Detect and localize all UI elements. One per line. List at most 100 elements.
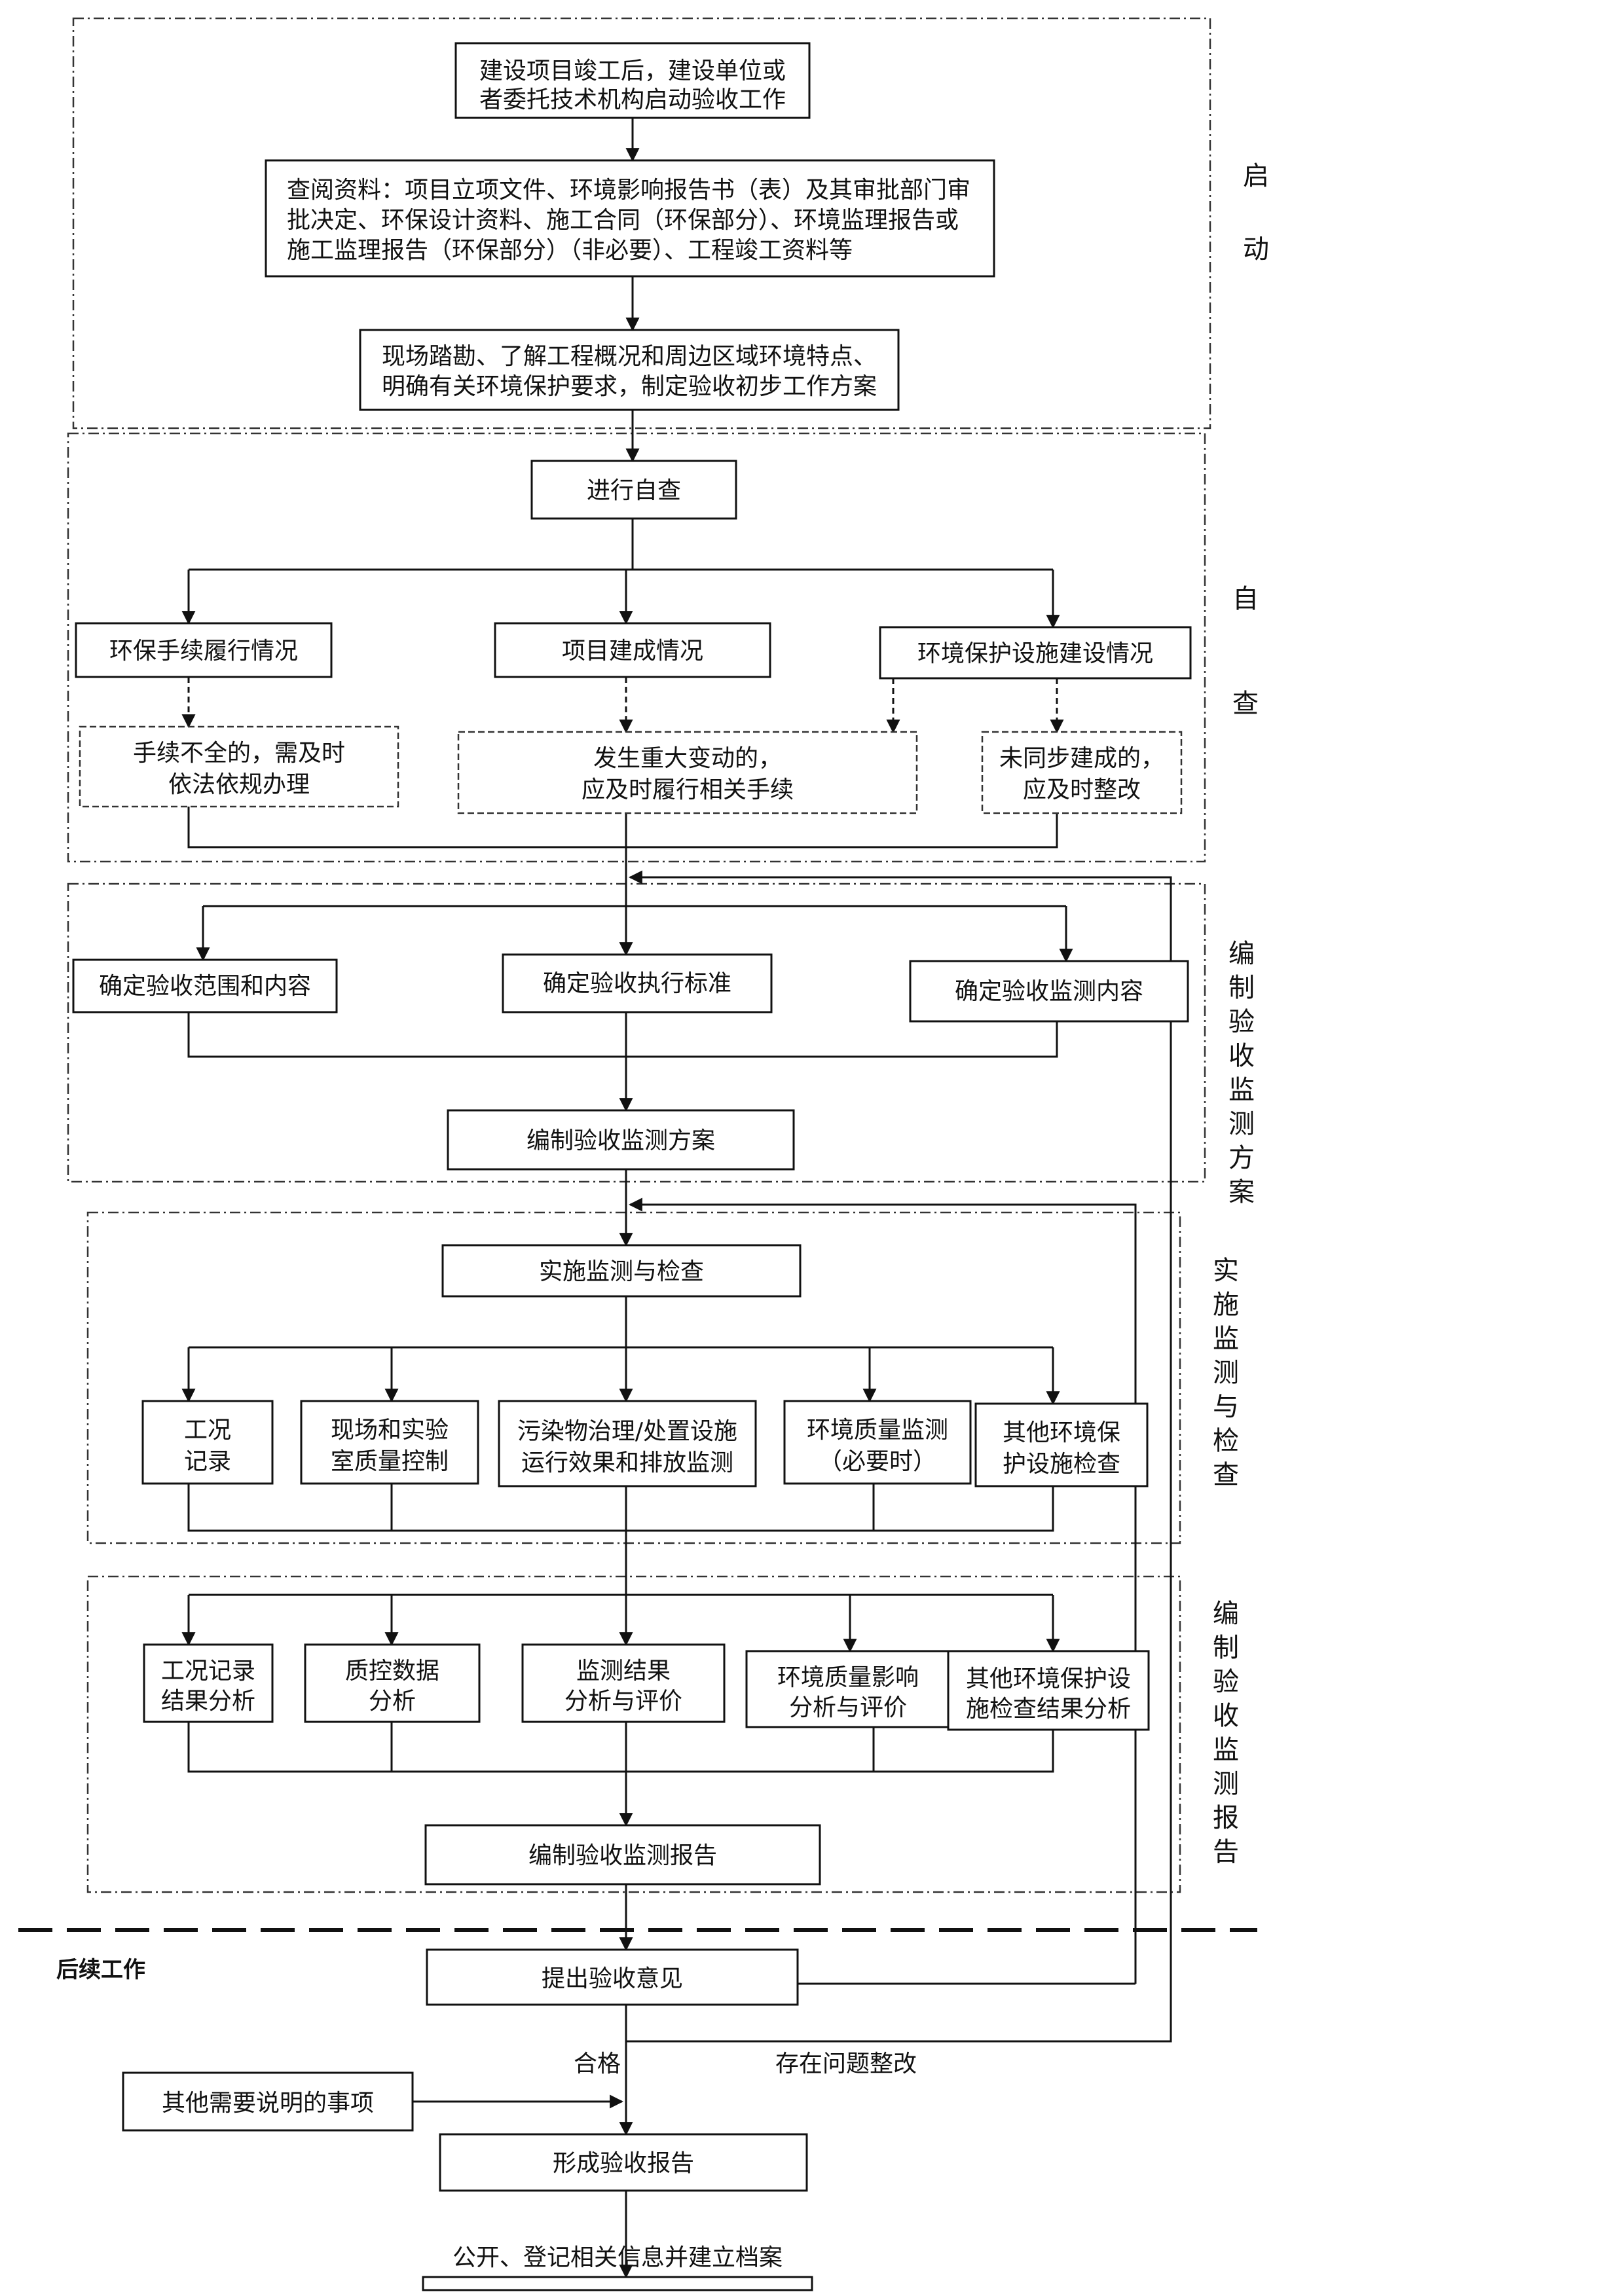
node-content-box [909,960,1189,1023]
node-i3-text: 污染物治理/处置设施运行效果和排放监测 [517,1418,737,1476]
node-procedure-text: 环保手续履行情况 [109,638,298,665]
svg-text:监测结果分析与评价: 监测结果分析与评价 [564,1658,682,1715]
node-procedure-fix-box [79,725,399,808]
svg-text:污染物治理/处置设施运行效果和排放监测: 污染物治理/处置设施运行效果和排放监测 [517,1418,737,1476]
stage-label-char: 实 [1213,1256,1239,1286]
node-selfcheck-box [530,460,737,520]
node-report-text: 编制验收监测报告 [528,1842,717,1869]
stage-label-char: 启 [1243,161,1269,191]
node-i2-box [300,1400,479,1485]
node-archive-box [422,2276,813,2291]
svg-text:确定验收监测内容: 确定验收监测内容 [955,978,1143,1005]
stage-label-char: 案 [1228,1177,1255,1207]
svg-text:现场和实验室质量控制: 现场和实验室质量控制 [331,1417,449,1475]
svg-text:环境质量影响分析与评价: 环境质量影响分析与评价 [777,1664,919,1721]
svg-text:手续不全的，需及时依法依规办理: 手续不全的，需及时依法依规办理 [133,740,345,798]
svg-text:质控数据分析: 质控数据分析 [345,1658,439,1715]
svg-text:环境保护设施建设情况: 环境保护设施建设情况 [917,640,1153,667]
edge-label-rectify: 存在问题整改 [775,2050,917,2077]
node-procedure-box [75,622,333,678]
node-i4-box [783,1400,972,1485]
svg-text:编制验收监测方案: 编制验收监测方案 [526,1127,715,1154]
node-plan-box [447,1109,795,1171]
stage-label-char: 检 [1213,1426,1239,1456]
frame-report [86,1575,1181,1893]
svg-text:现场踏勘、了解工程概况和周边区域环境特点、明确有关环境保护要: 现场踏勘、了解工程概况和周边区域环境特点、明确有关环境保护要求，制定验收初步工作… [382,343,877,400]
svg-text:建设项目竣工后，建设单位或者委托技术机构启动验收工作: 建设项目竣工后，建设单位或者委托技术机构启动验收工作 [479,58,786,113]
node-standard-text: 确定验收执行标准 [543,970,731,997]
frame-impl [86,1211,1181,1544]
stage-label-start: 启动 [1243,161,1269,264]
stage-label-char: 测 [1213,1769,1239,1799]
svg-text:形成验收报告: 形成验收报告 [553,2150,694,2177]
stage-label-self: 自查 [1232,584,1259,719]
svg-text:其他需要说明的事项: 其他需要说明的事项 [162,2090,374,2117]
stage-label-char: 自 [1232,584,1259,614]
node-facility-text: 环境保护设施建设情况 [917,640,1153,667]
stage-label-char: 监 [1213,1324,1239,1354]
node-final-box [439,2133,808,2192]
node-survey-box [359,329,900,411]
stage-label-char: 测 [1228,1109,1255,1139]
edge-label-pass: 合格 [574,2050,621,2077]
svg-text:发生重大变动的，应及时履行相关手续: 发生重大变动的，应及时履行相关手续 [581,745,794,803]
svg-text:环保手续履行情况: 环保手续履行情况 [109,638,298,665]
node-content-text: 确定验收监测内容 [955,978,1143,1005]
node-scope-box [72,958,338,1013]
svg-text:工况记录: 工况记录 [184,1417,231,1475]
node-archive-text: 公开、登记相关信息并建立档案 [452,2244,783,2271]
node-other-box [122,2071,414,2132]
edge-self-merge [187,807,1058,848]
edge-rectify-outer [626,870,1172,2043]
node-facility-fix-box [981,731,1183,814]
node-selfcheck-text: 进行自查 [587,477,681,504]
node-procedure-fix-text: 手续不全的，需及时依法依规办理 [133,740,345,798]
stage-label-char: 制 [1213,1633,1239,1663]
frame-start [72,17,1211,429]
node-review-box [265,159,995,278]
svg-text:查阅资料：项目立项文件、环境影响报告书（表）及其审批部门审批: 查阅资料：项目立项文件、环境影响报告书（表）及其审批部门审批决定、环保设计资料、… [287,177,970,264]
svg-text:提出验收意见: 提出验收意见 [542,1965,683,1992]
svg-text:其他环境保护设施检查: 其他环境保护设施检查 [1003,1419,1120,1478]
node-report-box [424,1824,821,1886]
node-scope-text: 确定验收范围和内容 [99,973,311,1000]
node-r1-box [143,1643,274,1723]
node-facility-fix-text: 未同步建成的，应及时整改 [999,745,1164,803]
node-implement-box [441,1244,802,1298]
stage-label-char: 监 [1228,1075,1255,1105]
node-construction-text: 项目建成情况 [562,638,703,665]
node-facility-box [879,626,1192,680]
stage-label-char: 施 [1213,1290,1239,1320]
stage-label-report: 编制验收监测报告 [1213,1599,1239,1867]
stage-label-char: 制 [1228,973,1255,1003]
stage-label-char: 与 [1213,1392,1239,1422]
node-start-text: 建设项目竣工后，建设单位或者委托技术机构启动验收工作 [479,58,786,113]
svg-text:实施监测与检查: 实施监测与检查 [539,1258,704,1285]
node-opinion-box [426,1948,799,2006]
stage-label-char: 收 [1228,1041,1255,1071]
stage-label-char: 告 [1213,1837,1239,1867]
node-i3-box [498,1400,757,1487]
node-start-box [454,42,811,119]
node-i5-text: 其他环境保护设施检查 [1003,1419,1120,1478]
frame-self [67,432,1206,863]
svg-text:环境质量监测（必要时）: 环境质量监测（必要时） [807,1417,948,1475]
node-r2-text: 质控数据分析 [345,1658,439,1715]
followup-label: 后续工作 [56,1957,145,1983]
node-r3-box [521,1643,726,1723]
edge-impl-merge [187,1484,1054,1532]
stage-label-char: 方 [1228,1143,1255,1173]
svg-text:进行自查: 进行自查 [587,477,681,504]
stage-label-plan: 编制验收监测方案 [1228,939,1255,1207]
svg-text:工况记录结果分析: 工况记录结果分析 [161,1658,255,1715]
node-change-fix-box [457,731,918,814]
svg-text:编制验收监测报告: 编制验收监测报告 [528,1842,717,1869]
node-change-fix-text: 发生重大变动的，应及时履行相关手续 [581,745,794,803]
edge-plan-merge [187,1012,1058,1058]
node-r3-text: 监测结果分析与评价 [564,1658,682,1715]
node-r2-box [304,1643,481,1723]
svg-text:未同步建成的，应及时整改: 未同步建成的，应及时整改 [999,745,1164,803]
stage-label-char: 编 [1213,1599,1239,1629]
